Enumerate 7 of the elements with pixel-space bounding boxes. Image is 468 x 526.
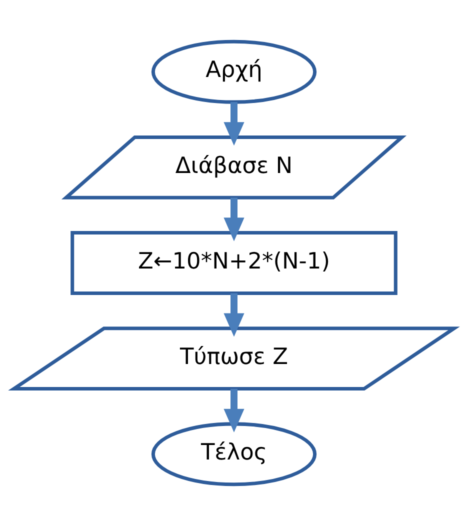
arrow <box>224 388 244 432</box>
arrow <box>224 102 244 146</box>
node-box: Z←10*N+2*(N-1) <box>70 231 398 295</box>
arrow <box>224 293 244 337</box>
node-ellipse: Τέλος <box>151 422 317 486</box>
arrow <box>224 198 244 242</box>
node-ellipse: Αρχή <box>151 40 317 104</box>
